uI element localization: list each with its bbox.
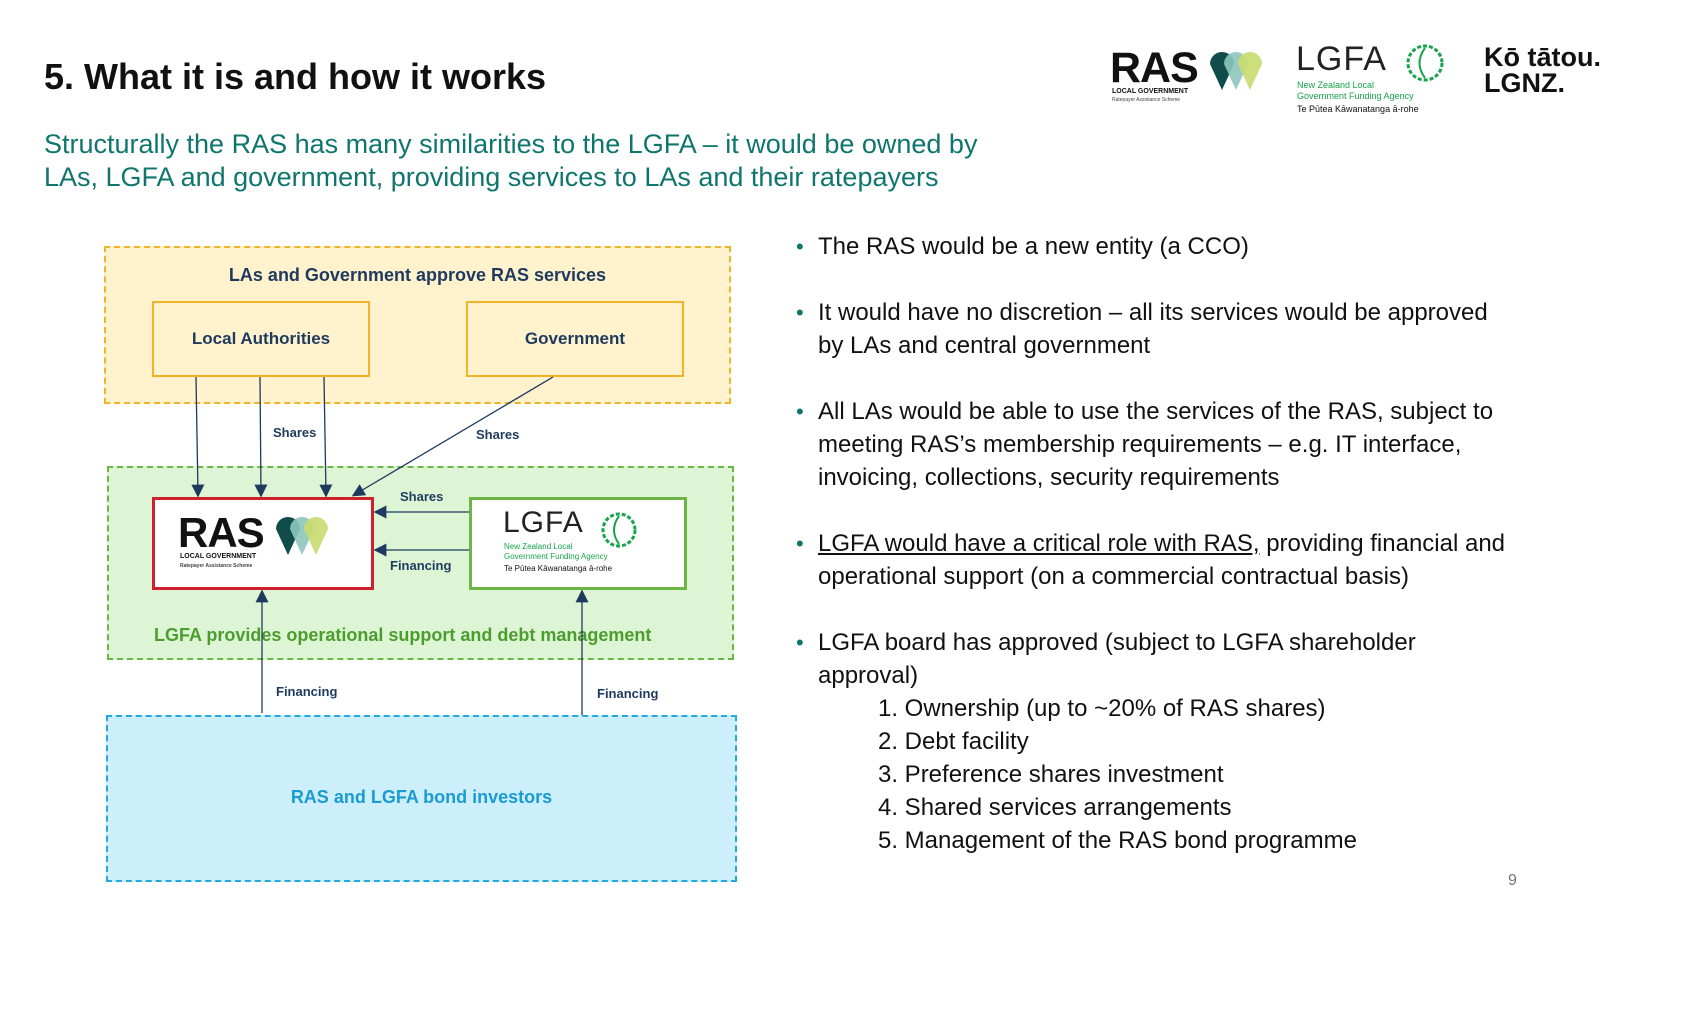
numbered-item: 1. Ownership (up to ~20% of RAS shares) (878, 695, 1326, 722)
bullet-text: All LAs would be able to use the service… (818, 398, 1494, 425)
fern-icon (1406, 44, 1444, 82)
bullet-text: approval) (818, 662, 919, 689)
bullet-text: operational support (on a commercial con… (818, 563, 1409, 590)
lgfa-entity-line3: Te Pūtea Kāwanatanga ā-rohe (504, 563, 613, 573)
bullet-underlined-text: LGFA would have a critical role with RAS… (818, 530, 1260, 557)
ras-entity-line2: Ratepayer Assistance Scheme (180, 562, 253, 569)
bullet-item: • LGFA board has approved (subject to LG… (796, 626, 1676, 857)
bullet-dot-icon: • (796, 531, 804, 556)
lgfa-entity-logo: LGFA New Zealand Local Government Fundin… (503, 506, 653, 578)
ras-logo-line2: Ratepayer Assistance Scheme (1112, 97, 1181, 103)
flow-label-financing: Financing (597, 686, 659, 701)
fern-icon (601, 512, 637, 547)
page-subtitle: Structurally the RAS has many similariti… (44, 128, 1104, 194)
bullet-text: It would have no discretion – all its se… (818, 299, 1488, 326)
lgfa-entity-box: LGFA New Zealand Local Government Fundin… (469, 497, 687, 590)
numbered-item: 5. Management of the RAS bond programme (878, 827, 1357, 854)
local-authorities-box: Local Authorities (152, 301, 370, 377)
bullet-item: • The RAS would be a new entity (a CCO) (796, 230, 1676, 263)
lgfa-entity-word: LGFA (503, 505, 584, 539)
ras-logo-word: RAS (1110, 44, 1199, 92)
arrow-gov-to-ras (351, 376, 554, 497)
flow-label-shares: Shares (476, 427, 520, 442)
bullet-text: by LAs and central government (818, 332, 1151, 359)
bullet-text: invoicing, collections, security require… (818, 464, 1280, 491)
bullet-item: • LGFA would have a critical role with R… (796, 527, 1676, 593)
numbered-item: 2. Debt facility (878, 728, 1029, 755)
government-label: Government (524, 329, 626, 348)
bullet-text: The RAS would be a new entity (a CCO) (818, 233, 1249, 260)
page-number: 9 (1508, 872, 1517, 889)
numbered-item: 3. Preference shares investment (878, 761, 1224, 788)
flow-label-shares: Shares (273, 425, 317, 440)
ras-entity-line1: LOCAL GOVERNMENT (180, 552, 257, 560)
ras-pins-icon (1210, 52, 1262, 90)
subtitle-line: Structurally the RAS has many similariti… (44, 129, 978, 159)
lgfa-logo-line2: Government Funding Agency (1297, 91, 1414, 101)
ras-entity-logo: RAS LOCAL GOVERNMENT Ratepayer Assistanc… (178, 509, 348, 575)
bullet-dot-icon: • (796, 234, 804, 259)
subtitle-line: LAs, LGFA and government, providing serv… (44, 162, 939, 192)
lgnz-logo-line1: Kō tātou. (1484, 42, 1601, 72)
local-authorities-label: Local Authorities (191, 329, 331, 348)
ras-pins-icon (276, 516, 328, 555)
lgfa-logo-line3: Te Pūtea Kāwanatanga ā-rohe (1297, 104, 1419, 114)
investors-zone: RAS and LGFA bond investors (106, 715, 737, 882)
page-title: 5. What it is and how it works (44, 56, 547, 97)
flow-label-financing: Financing (276, 684, 338, 699)
lgfa-logo-line1: New Zealand Local (1297, 80, 1375, 90)
ras-logo-line1: LOCAL GOVERNMENT (1112, 88, 1189, 95)
ras-entity-word: RAS (178, 508, 265, 556)
bullet-text: meeting RAS’s membership requirements – … (818, 431, 1462, 458)
bullet-dot-icon: • (796, 300, 804, 325)
arrow-la-to-ras (254, 376, 268, 498)
ras-logo: RAS LOCAL GOVERNMENT Ratepayer Assistanc… (1110, 44, 1270, 104)
bullet-item: • It would have no discretion – all its … (796, 296, 1676, 362)
numbered-item: 4. Shared services arrangements (878, 794, 1232, 821)
arrow-la-to-ras (319, 376, 333, 498)
ras-entity-box: RAS LOCAL GOVERNMENT Ratepayer Assistanc… (152, 497, 374, 590)
numbered-sublist: 1. Ownership (up to ~20% of RAS shares) … (818, 692, 1676, 857)
lgfa-logo-word: LGFA (1296, 40, 1387, 78)
investors-zone-label: RAS and LGFA bond investors (290, 787, 553, 807)
flow-label-financing: Financing (390, 558, 452, 573)
arrow-la-to-ras (191, 376, 205, 498)
bullet-dot-icon: • (796, 399, 804, 424)
lgfa-entity-line1: New Zealand Local (504, 541, 573, 551)
bullet-item: • All LAs would be able to use the servi… (796, 395, 1676, 494)
lgfa-support-zone-label: LGFA provides operational support and de… (154, 625, 652, 645)
bullet-list: • The RAS would be a new entity (a CCO) … (796, 230, 1676, 857)
bullet-text: LGFA board has approved (subject to LGFA… (818, 629, 1416, 656)
bullet-dot-icon: • (796, 630, 804, 655)
government-box: Government (466, 301, 684, 377)
approval-zone-label: LAs and Government approve RAS services (228, 265, 607, 285)
lgfa-logo: LGFA New Zealand Local Government Fundin… (1296, 40, 1456, 120)
bullet-text: LGFA would have a critical role with RAS… (818, 527, 1676, 560)
lgfa-entity-line2: Government Funding Agency (504, 551, 608, 561)
lgnz-logo-line2: LGNZ. (1484, 68, 1565, 98)
lgnz-logo: Kō tātou. LGNZ. (1484, 42, 1601, 98)
flow-label-shares: Shares (400, 489, 444, 504)
bullet-text-rest: providing financial and (1259, 530, 1506, 557)
